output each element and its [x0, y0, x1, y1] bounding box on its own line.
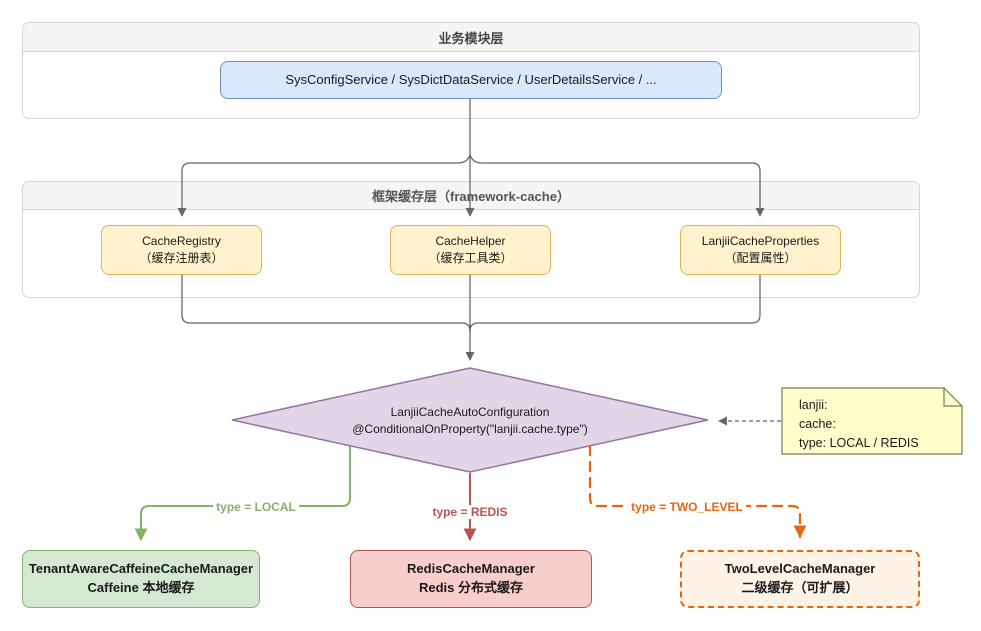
- cache-registry-desc: （缓存注册表）: [139, 251, 224, 265]
- branch-label-local: type = LOCAL: [213, 500, 299, 514]
- branch-label-redis: type = REDIS: [429, 505, 511, 519]
- edge-split-right: [469, 154, 765, 217]
- cache-helper-name: CacheHelper: [435, 233, 506, 248]
- business-layer-title: 业务模块层: [438, 30, 504, 46]
- two-level-manager-node: TwoLevelCacheManager 二级缓存（可扩展）: [680, 550, 920, 608]
- business-layer-container: 业务模块层: [22, 22, 920, 119]
- branch-label-two-level: type = TWO_LEVEL: [628, 500, 746, 514]
- business-layer-header: 业务模块层: [23, 23, 919, 52]
- caffeine-manager-desc: Caffeine 本地缓存: [87, 580, 195, 595]
- two-level-manager-name: TwoLevelCacheManager: [724, 561, 876, 577]
- cache-helper-node: CacheHelper （缓存工具类）: [390, 225, 551, 275]
- cache-registry-name: CacheRegistry: [142, 233, 221, 248]
- lanjii-cache-properties-node: LanjiiCacheProperties （配置属性）: [680, 225, 841, 275]
- decision-title: LanjiiCacheAutoConfiguration: [390, 405, 550, 419]
- note-line-1: lanjii:: [799, 398, 828, 412]
- redis-manager-node: RedisCacheManager Redis 分布式缓存: [350, 550, 592, 608]
- lanjii-cache-properties-desc: （配置属性）: [724, 251, 797, 265]
- cache-registry-node: CacheRegistry （缓存注册表）: [101, 225, 262, 275]
- caffeine-manager-name: TenantAwareCaffeineCacheManager: [28, 561, 254, 577]
- decision-condition: @ConditionalOnProperty("lanjii.cache.typ…: [352, 421, 588, 436]
- framework-layer-header: 框架缓存层（framework-cache）: [23, 182, 919, 210]
- redis-manager-desc: Redis 分布式缓存: [418, 580, 523, 595]
- two-level-manager-desc: 二级缓存（可扩展）: [741, 580, 859, 595]
- edge-merge-left: [181, 275, 471, 332]
- note-line-2: cache:: [799, 416, 836, 431]
- cache-helper-desc: （缓存工具类）: [428, 251, 513, 265]
- caffeine-manager-node: TenantAwareCaffeineCacheManager Caffeine…: [22, 550, 260, 608]
- note-fold-icon: [943, 388, 962, 407]
- note-text: lanjii: cache: type: LOCAL / REDIS: [799, 396, 919, 452]
- lanjii-cache-properties-name: LanjiiCacheProperties: [701, 233, 820, 248]
- business-services-node: SysConfigService / SysDictDataService / …: [220, 61, 722, 99]
- framework-layer-title: 框架缓存层（framework-cache）: [372, 189, 570, 204]
- config-note: [781, 387, 963, 455]
- decision-label: LanjiiCacheAutoConfiguration @Conditiona…: [280, 404, 660, 438]
- business-services-label: SysConfigService / SysDictDataService / …: [285, 71, 657, 87]
- note-line-3: type: LOCAL / REDIS: [799, 435, 919, 450]
- edge-type-local: [134, 446, 351, 542]
- redis-manager-name: RedisCacheManager: [407, 561, 535, 577]
- edge-type-two-level: [588, 444, 807, 539]
- edge-split-left: [177, 154, 471, 217]
- edge-merge-right: [469, 275, 761, 332]
